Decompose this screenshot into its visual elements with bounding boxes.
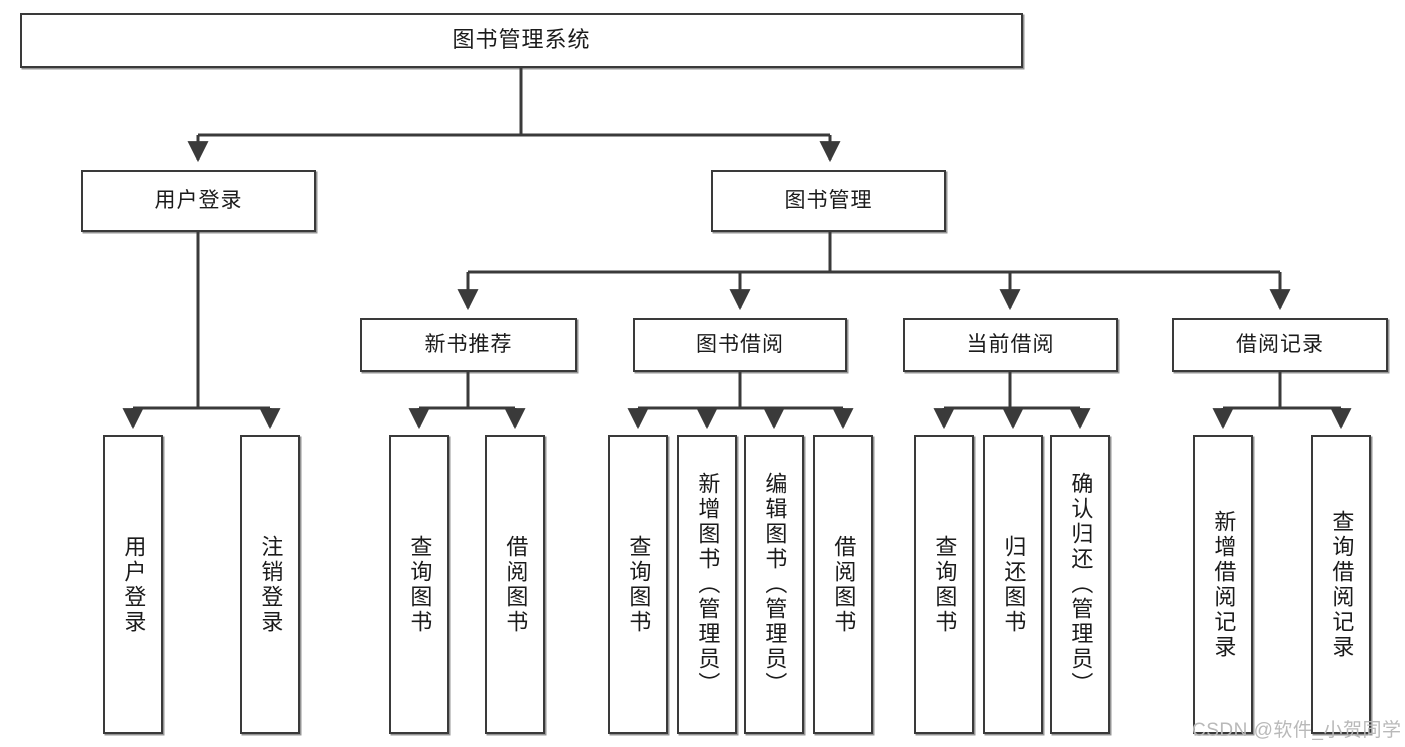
node-leaf-2[interactable]: 查询图书 xyxy=(389,435,449,734)
node-label: 新增图书（管理员） xyxy=(695,472,721,697)
node-label: 图书借阅 xyxy=(696,333,784,357)
node-leaf-5[interactable]: 新增图书（管理员） xyxy=(677,435,737,734)
node-label: 用户登录 xyxy=(154,189,243,213)
node-leaf-11[interactable]: 新增借阅记录 xyxy=(1193,435,1253,734)
node-leaf-0[interactable]: 用户登录 xyxy=(103,435,163,734)
node-label: 注销登录 xyxy=(258,534,284,635)
node-leaf-1[interactable]: 注销登录 xyxy=(240,435,300,734)
node-level2-0[interactable]: 用户登录 xyxy=(81,170,316,232)
node-label: 新书推荐 xyxy=(424,333,513,357)
node-label: 借阅图书 xyxy=(831,534,857,635)
node-level2-1[interactable]: 图书管理 xyxy=(711,170,946,232)
node-level3-1[interactable]: 图书借阅 xyxy=(633,318,847,372)
node-leaf-7[interactable]: 借阅图书 xyxy=(813,435,873,734)
node-label: 查询图书 xyxy=(932,534,958,635)
node-label: 查询图书 xyxy=(407,534,433,635)
node-leaf-9[interactable]: 归还图书 xyxy=(983,435,1043,734)
node-leaf-3[interactable]: 借阅图书 xyxy=(485,435,545,734)
node-level3-3[interactable]: 借阅记录 xyxy=(1172,318,1388,372)
node-label: 用户登录 xyxy=(121,534,147,635)
node-level3-2[interactable]: 当前借阅 xyxy=(903,318,1118,372)
node-level3-0[interactable]: 新书推荐 xyxy=(360,318,577,372)
csdn-watermark: CSDN @软件_小贺同学 xyxy=(1192,720,1402,741)
node-label: 当前借阅 xyxy=(966,333,1055,357)
node-label: 编辑图书（管理员） xyxy=(762,472,788,697)
node-leaf-10[interactable]: 确认归还（管理员） xyxy=(1050,435,1110,734)
node-leaf-12[interactable]: 查询借阅记录 xyxy=(1311,435,1371,734)
node-label: 查询借阅记录 xyxy=(1329,509,1355,660)
node-leaf-6[interactable]: 编辑图书（管理员） xyxy=(744,435,804,734)
node-label: 归还图书 xyxy=(1001,534,1027,635)
node-leaf-4[interactable]: 查询图书 xyxy=(608,435,668,734)
node-label: 图书管理 xyxy=(784,189,873,213)
node-label: 借阅记录 xyxy=(1236,333,1324,357)
node-root[interactable]: 图书管理系统 xyxy=(20,13,1023,68)
node-label: 查询图书 xyxy=(626,534,652,635)
node-label: 新增借阅记录 xyxy=(1211,509,1237,660)
node-label: 借阅图书 xyxy=(503,534,529,635)
node-label: 确认归还（管理员） xyxy=(1068,472,1094,697)
node-leaf-8[interactable]: 查询图书 xyxy=(914,435,974,734)
node-label: 图书管理系统 xyxy=(452,27,591,53)
